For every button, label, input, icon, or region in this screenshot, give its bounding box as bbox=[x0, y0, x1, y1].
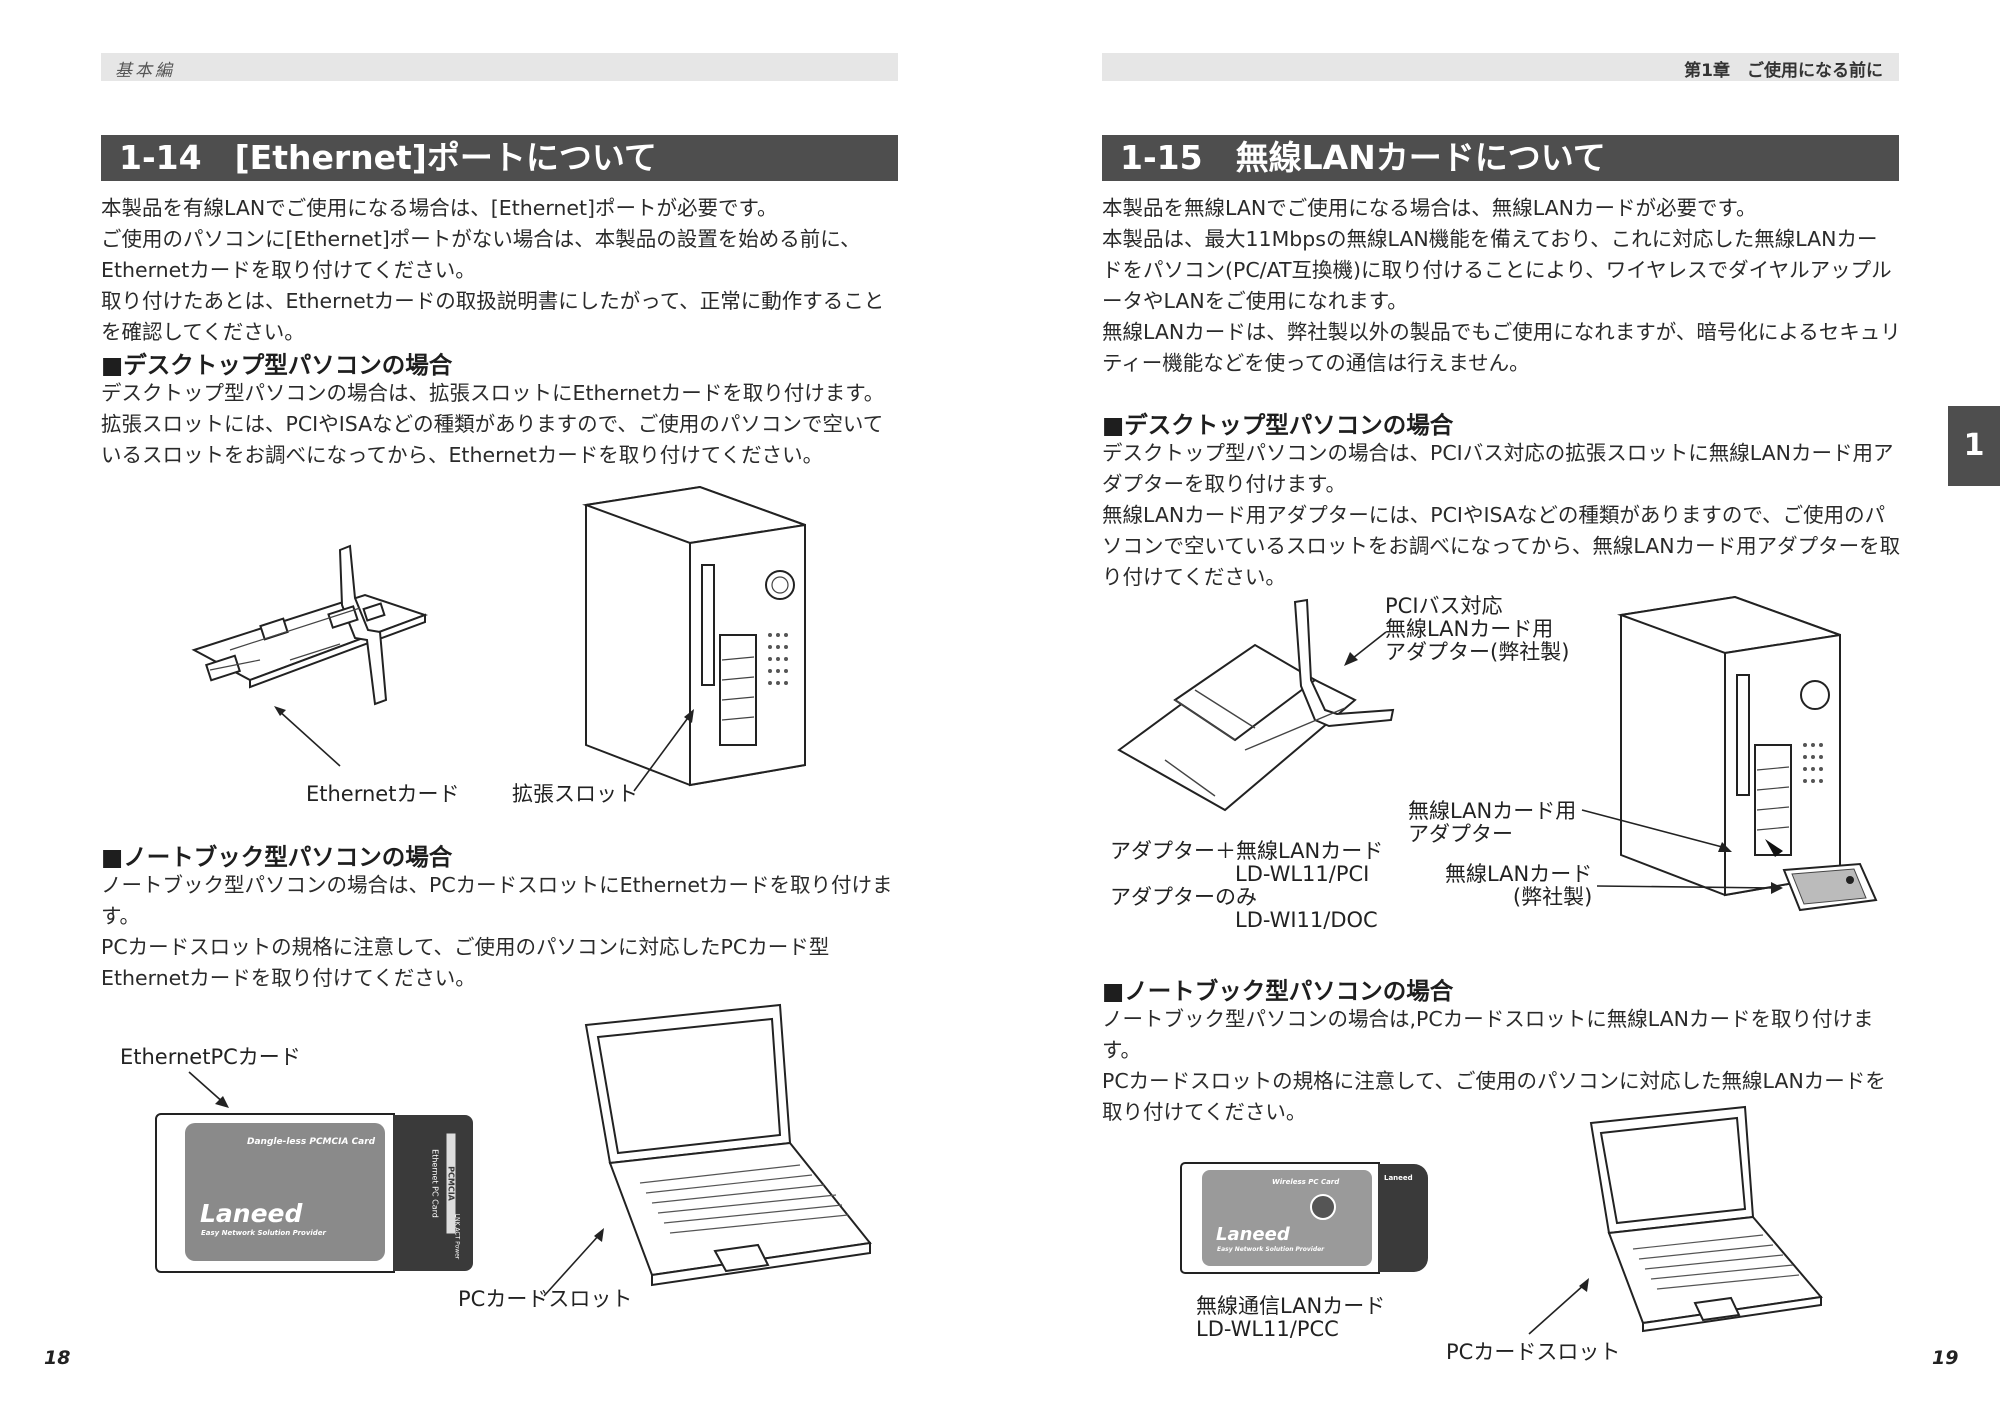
label-wireless-card: 無線LANカード (弊社製) bbox=[1445, 863, 1592, 909]
right-desktop-line: ダプターを取り付けます。 bbox=[1102, 472, 1346, 496]
wireless-card-side-text: Laneed bbox=[1384, 1174, 1413, 1182]
label-models-line: アダプターのみ bbox=[1110, 885, 1257, 909]
label-models: アダプター＋無線LANカード LD-WL11/PCI アダプターのみ LD-WI… bbox=[1110, 840, 1383, 932]
left-notebook-text: ノートブック型パソコンの場合は、PCカードスロットにEthernetカードを取り… bbox=[101, 870, 901, 994]
left-desktop-text: デスクトップ型パソコンの場合は、拡張スロットにEthernetカードを取り付けま… bbox=[101, 378, 901, 471]
label-models-line: LD-WL11/PCI bbox=[1235, 862, 1370, 886]
label-pci-adapter-line: アダプター(弊社製) bbox=[1385, 640, 1570, 664]
arrow-to-expansion-slot bbox=[633, 709, 694, 792]
wireless-laneed-logo: Laneed bbox=[1216, 1224, 1290, 1245]
arrow-to-adapter-slot bbox=[1581, 809, 1732, 852]
label-wireless-lan-card: 無線通信LANカード LD-WL11/PCC bbox=[1196, 1295, 1385, 1341]
label-pci-adapter: PCIバス対応 無線LANカード用 アダプター(弊社製) bbox=[1385, 595, 1569, 664]
left-intro-line: 本製品を有線LANでご使用になる場合は、[Ethernet]ポートが必要です。 bbox=[101, 196, 778, 220]
label-pc-card-slot-left: PCカードスロット bbox=[458, 1287, 633, 1311]
label-pci-adapter-line: PCIバス対応 bbox=[1385, 594, 1503, 618]
right-desktop-line: ソコンで空いているスロットをお調べになってから、無線LANカード用アダプターを取 bbox=[1102, 534, 1901, 558]
right-header-bar bbox=[1102, 53, 1899, 81]
pc-card-dongle bbox=[393, 1115, 473, 1271]
label-pc-card-slot-right: PCカードスロット bbox=[1446, 1340, 1621, 1364]
left-intro-line: ご使用のパソコンに[Ethernet]ポートがない場合は、本製品の設置を始める前… bbox=[101, 227, 861, 251]
left-intro: 本製品を有線LANでご使用になる場合は、[Ethernet]ポートが必要です。 … bbox=[101, 193, 901, 348]
arrow-to-pc-card-slot-left bbox=[543, 1228, 604, 1297]
page-number-left: 18 bbox=[44, 1347, 71, 1369]
wireless-pc-card: Wireless PC Card Laneed Easy Network Sol… bbox=[1180, 1162, 1430, 1274]
pc-card-top-text: Dangle-less PCMCIA Card bbox=[247, 1137, 376, 1147]
right-desktop-line: 無線LANカード用アダプターには、PCIやISAなどの種類がありますので、ご使用… bbox=[1102, 503, 1886, 527]
pc-card-side-text: Ethernet PC Card bbox=[430, 1149, 440, 1218]
desktop-tower-illustration bbox=[582, 485, 806, 787]
left-header-bar bbox=[101, 53, 898, 81]
left-notebook-heading: ■ノートブック型パソコンの場合 bbox=[101, 843, 453, 871]
notebook-illustration-right bbox=[1589, 1105, 1823, 1333]
label-pci-adapter-line: 無線LANカード用 bbox=[1385, 617, 1554, 641]
ethernet-pc-card: Dangle-less PCMCIA Card Laneed Easy Netw… bbox=[155, 1113, 475, 1273]
left-notebook-line: ノートブック型パソコンの場合は、PCカードスロットにEthernetカードを取り… bbox=[101, 873, 893, 897]
notebook-illustration-left bbox=[584, 1003, 872, 1287]
right-intro-line: ティー機能などを使っての通信は行えません。 bbox=[1102, 351, 1530, 375]
label-adapter-2: 無線LANカード用 アダプター bbox=[1408, 800, 1576, 846]
arrow-to-wireless-card bbox=[1596, 882, 1783, 894]
label-adapter-2-line: 無線LANカード用 bbox=[1408, 799, 1577, 823]
laneed-logo: Laneed bbox=[200, 1199, 303, 1228]
section-title-1-14: 1-14 [Ethernet]ポートについて bbox=[101, 135, 898, 181]
label-ethernet-card: Ethernetカード bbox=[306, 782, 460, 806]
left-notebook-line: PCカードスロットの規格に注意して、ご使用のパソコンに対応したPCカード型 bbox=[101, 935, 830, 959]
pc-card-label bbox=[185, 1123, 385, 1261]
left-intro-line: を確認してください。 bbox=[101, 320, 305, 344]
right-intro-line: 無線LANカードは、弊社製以外の製品でもご使用になれますが、暗号化によるセキュリ bbox=[1102, 320, 1901, 344]
wireless-card-label bbox=[1202, 1170, 1372, 1266]
right-notebook-heading: ■ノートブック型パソコンの場合 bbox=[1102, 977, 1454, 1005]
right-notebook-line: ノートブック型パソコンの場合は,PCカードスロットに無線LANカードを取り付けま… bbox=[1102, 1007, 1874, 1062]
label-models-line: アダプター＋無線LANカード bbox=[1110, 839, 1384, 863]
wireless-card-small bbox=[1782, 862, 1878, 912]
chapter-tab: 1 bbox=[1948, 406, 2000, 486]
right-desktop-line: り付けてください。 bbox=[1102, 565, 1286, 589]
pc-card-side-label: LNK ACT Power bbox=[453, 1213, 461, 1260]
wireless-card-antenna bbox=[1378, 1164, 1428, 1272]
right-intro-line: ドをパソコン(PC/AT互換機)に取り付けることにより、ワイヤレスでダイヤルアッ… bbox=[1102, 258, 1892, 282]
ethernet-card-illustration bbox=[191, 544, 429, 706]
arrow-to-pc-card bbox=[188, 1071, 229, 1108]
right-desktop-line: デスクトップ型パソコンの場合は、PCIバス対応の拡張スロットに無線LANカード用… bbox=[1102, 441, 1894, 465]
right-notebook-line: 取り付けてください。 bbox=[1102, 1100, 1307, 1124]
right-intro: 本製品を無線LANでご使用になる場合は、無線LANカードが必要です。 本製品は、… bbox=[1102, 193, 1902, 379]
wireless-card-top-text: Wireless PC Card bbox=[1272, 1178, 1340, 1186]
left-header-text: 基本編 bbox=[115, 61, 175, 81]
section-title-1-15: 1-15 無線LANカードについて bbox=[1102, 135, 1899, 181]
arrow-to-pci-adapter bbox=[1344, 631, 1387, 666]
left-desktop-line: いるスロットをお調べになってから、Ethernetカードを取り付けてください。 bbox=[101, 443, 824, 467]
left-intro-line: 取り付けたあとは、Ethernetカードの取扱説明書にしたがって、正常に動作する… bbox=[101, 289, 885, 313]
arrow-to-ethernet-card bbox=[274, 706, 341, 767]
left-notebook-line: す。 bbox=[101, 904, 140, 928]
label-ethernet-pc-card: EthernetPCカード bbox=[120, 1045, 301, 1069]
left-desktop-line: 拡張スロットには、PCIやISAなどの種類がありますので、ご使用のパソコンで空い… bbox=[101, 412, 884, 436]
left-desktop-line: デスクトップ型パソコンの場合は、拡張スロットにEthernetカードを取り付けま… bbox=[101, 381, 885, 405]
desktop-tower-illustration-right bbox=[1617, 595, 1841, 897]
right-notebook-line: PCカードスロットの規格に注意して、ご使用のパソコンに対応した無線LANカードを bbox=[1102, 1069, 1886, 1093]
right-intro-line: 本製品を無線LANでご使用になる場合は、無線LANカードが必要です。 bbox=[1102, 196, 1757, 220]
label-wireless-card-line: 無線LANカード bbox=[1445, 862, 1593, 886]
label-expansion-slot: 拡張スロット bbox=[512, 782, 638, 806]
left-notebook-line: Ethernetカードを取り付けてください。 bbox=[101, 966, 476, 990]
wireless-card-badge bbox=[1310, 1194, 1336, 1220]
right-desktop-heading: ■デスクトップ型パソコンの場合 bbox=[1102, 411, 1454, 439]
label-wireless-lan-card-line: LD-WL11/PCC bbox=[1196, 1317, 1339, 1341]
arrow-to-pc-card-slot-right bbox=[1528, 1278, 1589, 1335]
wireless-laneed-tagline: Easy Network Solution Provider bbox=[1217, 1246, 1325, 1253]
label-adapter-2-line: アダプター bbox=[1408, 822, 1513, 846]
right-intro-line: ータやLANをご使用になれます。 bbox=[1102, 289, 1408, 313]
right-header-text: 第1章 ご使用になる前に bbox=[1684, 61, 1883, 81]
left-desktop-heading: ■デスクトップ型パソコンの場合 bbox=[101, 351, 453, 379]
page-number-right: 19 bbox=[1932, 1347, 1959, 1369]
label-wireless-card-line: (弊社製) bbox=[1512, 885, 1593, 909]
label-wireless-lan-card-line: 無線通信LANカード bbox=[1196, 1294, 1386, 1318]
right-desktop-text: デスクトップ型パソコンの場合は、PCIバス対応の拡張スロットに無線LANカード用… bbox=[1102, 438, 1902, 593]
laneed-tagline: Easy Network Solution Provider bbox=[201, 1229, 327, 1237]
pci-wireless-adapter-illustration bbox=[1117, 598, 1395, 812]
label-models-line: LD-WI11/DOC bbox=[1235, 908, 1378, 932]
right-notebook-text: ノートブック型パソコンの場合は,PCカードスロットに無線LANカードを取り付けま… bbox=[1102, 1004, 1902, 1128]
left-intro-line: Ethernetカードを取り付けてください。 bbox=[101, 258, 476, 282]
right-intro-line: 本製品は、最大11Mbpsの無線LAN機能を備えており、これに対応した無線LAN… bbox=[1102, 227, 1878, 251]
